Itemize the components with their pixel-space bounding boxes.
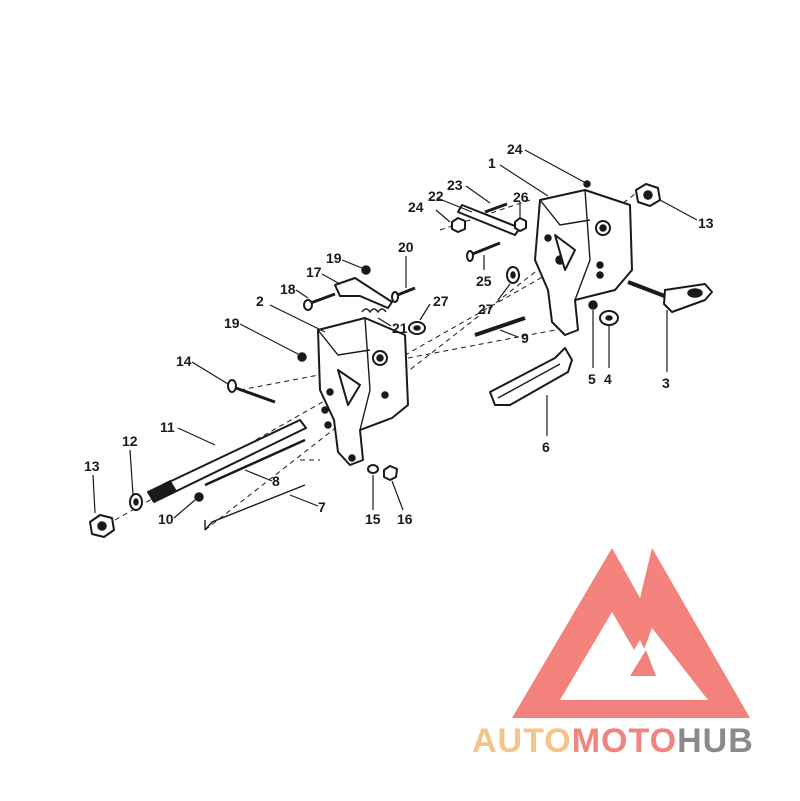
callout-12: 12: [122, 433, 138, 449]
part-9-pin: [474, 316, 526, 337]
callout-24-left: 24: [408, 199, 424, 215]
callout-16: 16: [397, 511, 413, 527]
callout-19-upper: 19: [326, 250, 342, 266]
callout-13-left: 13: [84, 458, 100, 474]
callout-17: 17: [306, 264, 322, 280]
callout-11: 11: [160, 419, 175, 435]
logo-wordmark: AUTOMOTOHUB: [472, 722, 754, 760]
part-4-washer: [599, 310, 619, 326]
callout-13-right: 13: [698, 215, 714, 231]
part-18-bolt: [303, 292, 336, 311]
part-5-nut: [588, 300, 598, 310]
part-17-lever: [334, 277, 393, 309]
callout-7: 7: [318, 499, 326, 515]
callout-15: 15: [365, 511, 381, 527]
part-27-washer-left: [408, 321, 426, 335]
part-14-bolt: [227, 379, 276, 404]
callout-5: 5: [588, 371, 596, 387]
logo-word-moto: MOTO: [572, 722, 677, 760]
part-7-tilt-pin: [204, 484, 306, 531]
part-21-spring: [361, 308, 387, 314]
part-20-bolt: [391, 286, 416, 303]
callout-3: 3: [662, 375, 670, 391]
callout-25: 25: [476, 273, 492, 289]
part-23-bolt: [484, 202, 508, 214]
callout-23: 23: [447, 177, 463, 193]
part-25-bolt: [466, 241, 501, 262]
callout-21: 21: [392, 320, 408, 336]
part-10-nut: [194, 492, 204, 502]
callout-20: 20: [398, 239, 414, 255]
part-13-nut-right: [635, 183, 661, 207]
callout-9: 9: [521, 330, 529, 346]
part-26-nut: [514, 217, 527, 232]
callout-27-right: 27: [478, 301, 494, 317]
callout-10: 10: [158, 511, 174, 527]
part-11-tube: [146, 419, 307, 503]
part-12-lockwasher: [129, 493, 143, 511]
part-3-clamp-screw: [627, 280, 713, 313]
part-27-washer-right: [506, 266, 520, 284]
part-2-clamp-bracket-left: [317, 317, 409, 466]
part-15-washer: [367, 464, 379, 474]
callout-24-upper: 24: [507, 141, 523, 157]
logo-triangle-icon: [512, 548, 750, 718]
callout-1: 1: [488, 155, 496, 171]
part-1-clamp-bracket-right: [534, 189, 633, 336]
callout-6: 6: [542, 439, 550, 455]
callout-14: 14: [176, 353, 192, 369]
callout-18: 18: [280, 281, 296, 297]
callout-4: 4: [604, 371, 612, 387]
callout-labels: 1 2 3 4 5 6 7 8 9 10 11 12 13 13 14 15 1…: [84, 141, 714, 527]
part-19-nut-upper: [361, 265, 371, 275]
logo-word-auto: AUTO: [472, 722, 572, 760]
part-8-rod: [204, 438, 306, 487]
part-13-nut-left: [89, 514, 115, 538]
callout-26: 26: [513, 189, 529, 205]
callout-19-lower: 19: [224, 315, 240, 331]
part-16-nut: [383, 465, 398, 481]
part-24-nut-upper: [583, 180, 591, 188]
callout-8: 8: [272, 473, 280, 489]
callout-2: 2: [256, 293, 264, 309]
callout-22: 22: [428, 188, 444, 204]
part-19-nut-lower: [297, 352, 307, 362]
part-24-nut-left: [451, 217, 466, 233]
logo-inner-mark: [630, 650, 656, 676]
callout-27-left: 27: [433, 293, 449, 309]
part-6-carry-handle: [489, 347, 573, 406]
automotohub-logo-mark: [512, 548, 750, 718]
leader-lines: [92, 149, 698, 519]
logo-word-hub: HUB: [677, 722, 754, 760]
part-22-link: [457, 204, 521, 236]
